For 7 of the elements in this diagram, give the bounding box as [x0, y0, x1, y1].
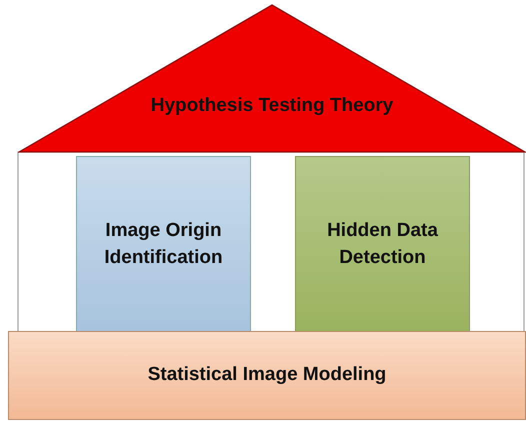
foundation-bar	[8, 331, 526, 420]
foundation-label: Statistical Image Modeling	[148, 363, 386, 388]
pillar-label: Hidden Data Detection	[326, 218, 439, 270]
pillar-label: Image Origin Identification	[103, 218, 224, 270]
pillar-box	[295, 156, 470, 333]
pillar-box	[76, 156, 251, 333]
roof-label: Hypothesis Testing Theory	[150, 94, 394, 118]
